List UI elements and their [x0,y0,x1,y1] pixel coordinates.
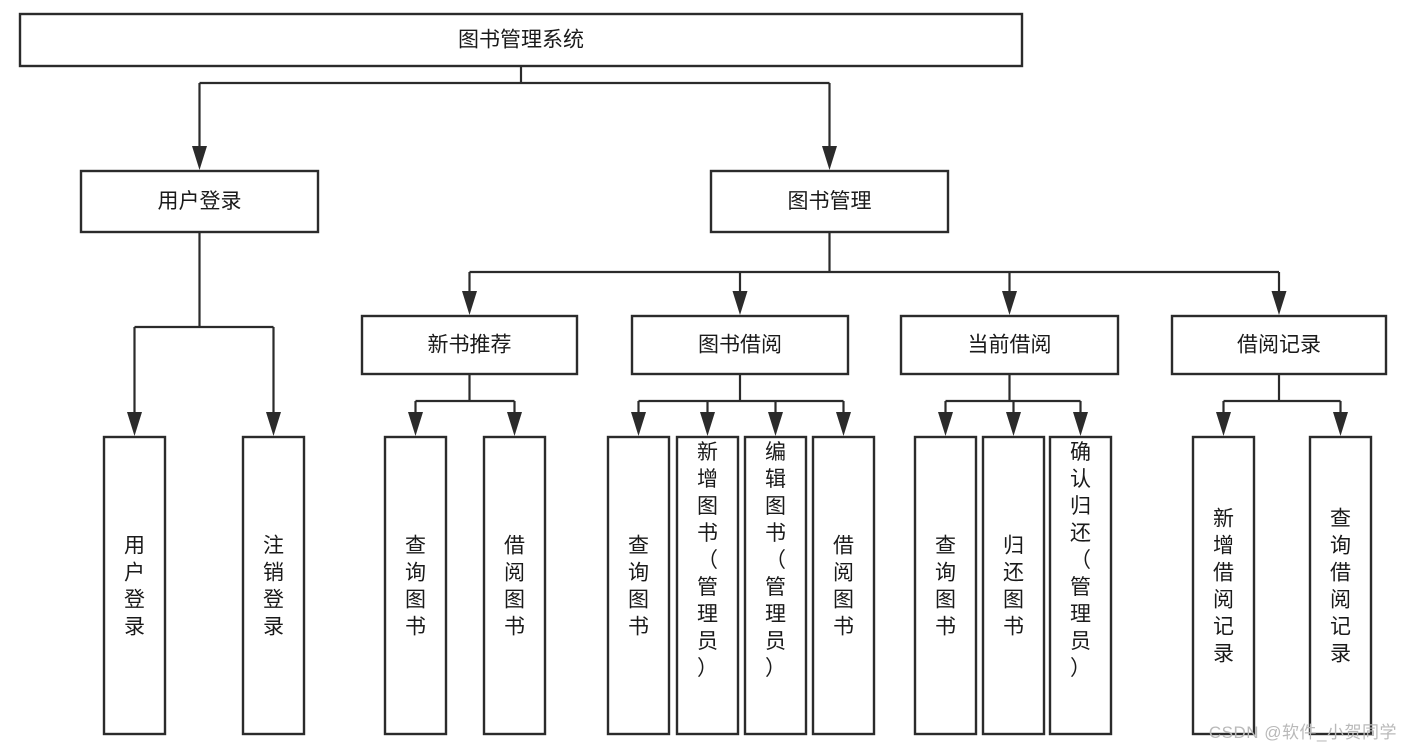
node-leaf-add-book[interactable]: 新增图书（管理员） [675,435,740,736]
node-label-leaf-add-book: 新增图书（管理员） [697,441,718,680]
node-label-user-login: 用户登录 [158,190,242,213]
node-label-leaf-confirm-return: 确认归还（管理员） [1070,441,1091,680]
node-leaf-user-login[interactable]: 用户登录 [102,435,167,736]
edges-layer [127,66,1348,436]
nodes-layer: 图书管理系统用户登录图书管理新书推荐图书借阅当前借阅借阅记录用户登录注销登录查询… [18,12,1388,736]
arrow-head-book-borrow [732,291,748,315]
arrow-head-leaf-confirm-return [1073,412,1088,436]
node-label-borrow-record: 借阅记录 [1237,334,1321,357]
node-box-leaf-borrow-book-2 [811,435,876,736]
node-leaf-edit-book[interactable]: 编辑图书（管理员） [743,435,808,736]
arrow-head-leaf-query-book-3 [938,412,953,436]
arrow-head-new-book-recommend [462,291,477,315]
node-box-leaf-borrow-book-1 [482,435,547,736]
csdn-watermark: CSDN @软件_小贺同学 [1208,723,1397,742]
node-book-manage[interactable]: 图书管理 [709,169,950,234]
edge-group-book-borrow [631,374,851,436]
node-leaf-logout[interactable]: 注销登录 [241,435,306,736]
node-box-current-borrow [899,314,1120,376]
node-label-leaf-edit-book: 编辑图书（管理员） [765,441,786,680]
node-label-leaf-logout: 注销登录 [263,535,284,639]
node-leaf-borrow-book-2[interactable]: 借阅图书 [811,435,876,736]
node-root[interactable]: 图书管理系统 [18,12,1024,68]
node-leaf-query-book-1[interactable]: 查询图书 [383,435,448,736]
node-box-new-book-recommend [360,314,579,376]
node-box-leaf-add-record [1191,435,1256,736]
arrow-head-leaf-query-book-1 [408,412,423,436]
node-leaf-add-record[interactable]: 新增借阅记录 [1191,435,1256,736]
arrow-head-leaf-query-book-2 [631,412,646,436]
node-box-leaf-query-book-3 [913,435,978,736]
arrow-head-leaf-borrow-book-1 [507,412,522,436]
arrow-head-book-manage [822,146,837,170]
node-box-borrow-record [1170,314,1388,376]
node-box-root [18,12,1024,68]
arrow-head-leaf-borrow-book-2 [836,412,851,436]
arrow-head-leaf-query-record [1333,412,1348,436]
node-label-new-book-recommend: 新书推荐 [428,334,512,357]
node-label-leaf-query-book-2: 查询图书 [628,535,649,639]
edge-group-root [192,66,837,170]
arrow-head-leaf-user-login [127,412,142,436]
node-box-leaf-query-book-2 [606,435,671,736]
arrow-head-leaf-add-record [1216,412,1231,436]
node-label-leaf-add-record: 新增借阅记录 [1213,508,1234,666]
node-label-leaf-borrow-book-2: 借阅图书 [833,535,854,639]
node-book-borrow[interactable]: 图书借阅 [630,314,850,376]
arrow-head-leaf-return-book [1006,412,1021,436]
node-label-book-manage: 图书管理 [788,190,872,213]
node-leaf-query-book-2[interactable]: 查询图书 [606,435,671,736]
node-leaf-query-record[interactable]: 查询借阅记录 [1308,435,1373,736]
node-leaf-borrow-book-1[interactable]: 借阅图书 [482,435,547,736]
edge-group-book-manage [462,232,1287,315]
node-user-login[interactable]: 用户登录 [79,169,320,234]
node-box-leaf-edit-book [743,435,808,736]
edge-group-user-login [127,232,281,436]
node-box-leaf-query-record [1308,435,1373,736]
edge-group-borrow-record [1216,374,1348,436]
arrow-head-borrow-record [1271,291,1287,315]
node-box-book-manage [709,169,950,234]
node-label-leaf-user-login: 用户登录 [124,535,145,639]
node-box-leaf-return-book [981,435,1046,736]
node-label-current-borrow: 当前借阅 [968,334,1052,357]
node-label-book-borrow: 图书借阅 [698,334,782,357]
node-box-leaf-query-book-1 [383,435,448,736]
node-label-leaf-query-record: 查询借阅记录 [1330,508,1351,666]
node-borrow-record[interactable]: 借阅记录 [1170,314,1388,376]
node-leaf-query-book-3[interactable]: 查询图书 [913,435,978,736]
node-box-book-borrow [630,314,850,376]
node-box-user-login [79,169,320,234]
arrow-head-leaf-add-book [700,412,715,436]
node-leaf-confirm-return[interactable]: 确认归还（管理员） [1048,435,1113,736]
node-box-leaf-confirm-return [1048,435,1113,736]
node-leaf-return-book[interactable]: 归还图书 [981,435,1046,736]
node-box-leaf-user-login [102,435,167,736]
arrow-head-leaf-logout [266,412,281,436]
node-current-borrow[interactable]: 当前借阅 [899,314,1120,376]
arrow-head-current-borrow [1002,291,1017,315]
node-new-book-recommend[interactable]: 新书推荐 [360,314,579,376]
arrow-head-leaf-edit-book [768,412,783,436]
arrow-head-user-login [192,146,207,170]
node-label-leaf-query-book-3: 查询图书 [935,535,956,639]
edge-group-new-book-recommend [408,374,522,436]
node-label-leaf-borrow-book-1: 借阅图书 [504,535,525,639]
node-label-leaf-query-book-1: 查询图书 [405,535,426,639]
node-label-root: 图书管理系统 [458,29,584,52]
node-box-leaf-add-book [675,435,740,736]
node-label-leaf-return-book: 归还图书 [1003,535,1024,639]
node-box-leaf-logout [241,435,306,736]
edge-group-current-borrow [938,374,1088,436]
